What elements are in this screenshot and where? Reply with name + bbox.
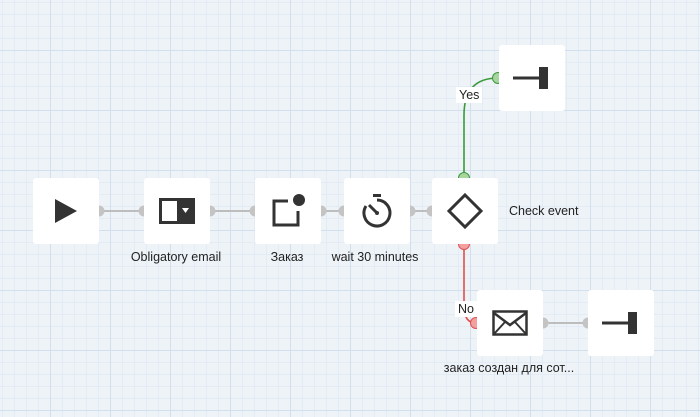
stopwatch-icon: [362, 194, 392, 228]
diamond-icon: [446, 192, 484, 230]
no-branch-label: No: [455, 301, 477, 317]
wait-label: wait 30 minutes: [331, 250, 419, 264]
end-node-no[interactable]: [588, 290, 654, 356]
split-dropdown-icon: [159, 198, 195, 224]
end-bar-icon: [513, 67, 548, 89]
check-event-label: Check event: [509, 204, 579, 218]
order-node[interactable]: [255, 178, 321, 244]
wait-node[interactable]: [344, 178, 410, 244]
end-bar-icon: [602, 312, 637, 334]
obligatory-email-label: Obligatory email: [130, 250, 222, 264]
obligatory-email-node[interactable]: [144, 178, 210, 244]
message-label: заказ создан для сот...: [443, 361, 575, 375]
start-node[interactable]: [33, 178, 99, 244]
notification-square-icon: [272, 194, 305, 227]
envelope-icon: [492, 310, 528, 336]
play-icon: [55, 199, 77, 223]
order-label: Заказ: [270, 250, 304, 264]
check-event-node[interactable]: [432, 178, 498, 244]
message-node[interactable]: [477, 290, 543, 356]
yes-branch-label: Yes: [456, 87, 483, 103]
end-node-yes[interactable]: [499, 45, 565, 111]
